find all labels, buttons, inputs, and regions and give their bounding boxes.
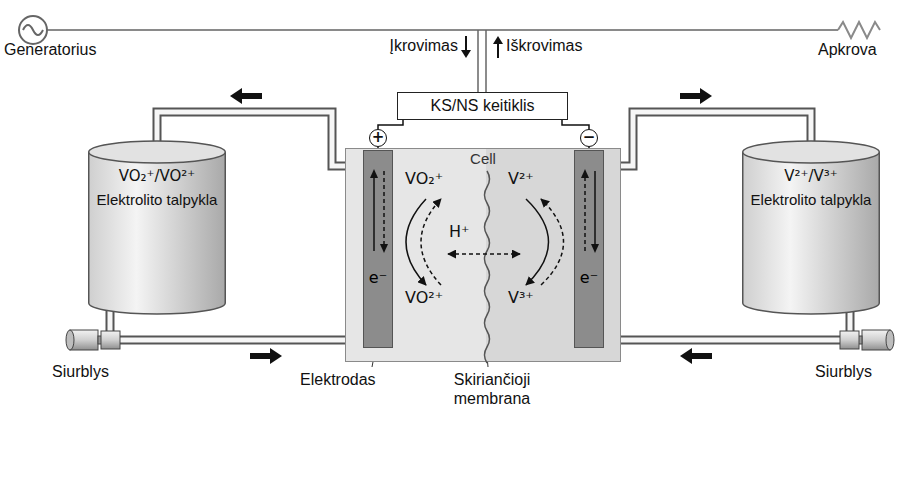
discharge-label: Iškrovimas [506,36,582,55]
electron-arrowhead [591,244,599,253]
electron-arrow [373,177,375,251]
reaction-arrow [421,199,441,285]
generator-symbol [19,16,47,44]
electrolyte-tank: VO₂⁺/VO²⁺ Elektrolito talpykla [88,140,226,315]
ion-label: H⁺ [449,222,469,241]
node-text: e⁻ [364,269,392,287]
wire-line [562,120,589,129]
terminal-wire [562,120,589,129]
pump-motor-end [886,330,894,350]
pipe-bore [110,311,345,340]
pump-label: Siurblys [52,362,109,381]
tank-outline [742,140,880,315]
pipe-wall [621,311,850,340]
generator-label: Generatorius [4,40,97,59]
electron-arrow [584,177,586,251]
terminal-circle: − [580,129,598,147]
tank-top [743,141,880,163]
electrode-plate: e⁻ [574,150,604,348]
load-label: Apkrova [818,40,877,59]
feed-line [477,30,479,92]
electrolyte-pipe [110,311,345,340]
pump-motor-end [66,330,74,350]
charge-arrowhead [461,50,471,58]
power-line [47,29,838,31]
tank-top [89,141,226,163]
tank-body [743,152,880,314]
terminal-circle: + [369,129,387,147]
electron-arrowhead [380,244,388,253]
flow-arrow [680,88,712,104]
pump-head [101,331,120,349]
node-text: e⁻ [575,269,603,287]
pump-right [840,330,894,350]
electrode-label: Elektrodas [300,370,376,389]
membrane-line [485,171,490,363]
ac-sine [23,25,43,35]
electrode-arrows [364,151,392,347]
converter-box: KS/NS keitiklis [397,92,568,120]
electrolyte-formula: VO₂⁺/VO²⁺ [96,167,218,185]
electrolyte-tank: V²⁺/V³⁺ Elektrolito talpykla [742,140,880,315]
flow-arrow [230,88,262,104]
node-text: Elektrolito talpykla [96,191,218,209]
reaction-arrow [541,199,564,285]
membrane-label: Skiriančioji membrana [436,370,548,408]
electron-arrow [594,171,596,245]
ion-label: V³⁺ [508,288,534,307]
pipe-wall [110,311,345,340]
pipe-bore [621,311,850,340]
ion-label: VO₂⁺ [405,169,443,188]
electron-arrowhead [370,169,378,178]
flow-arrow [680,348,712,364]
electrolyte-formula: V²⁺/V³⁺ [750,167,872,185]
electron-arrow [383,171,385,245]
discharge-arrowhead [493,36,503,44]
terminal-wire [378,120,403,129]
node-text: Elektrolito talpykla [750,191,872,209]
pump-label: Siurblys [815,362,872,381]
electrode-arrows [575,151,603,347]
electrode-plate: e⁻ [363,150,393,348]
reaction-arrow [406,199,426,285]
electrolyte-pipe [621,311,850,340]
charge-label: Įkrovimas [390,36,458,55]
discharge-arrow [497,43,499,58]
ion-label: VO²⁺ [405,288,443,307]
node-text: KS/NS keitiklis [404,97,561,115]
node-text: − [581,130,597,145]
electron-arrowhead [581,169,589,178]
charge-arrow [465,36,467,51]
proton-arrow [448,253,520,255]
pump-head [840,331,859,349]
reaction-arrow [526,199,549,285]
wire-line [378,120,403,129]
ion-label: V²⁺ [508,169,534,188]
tank-outline [88,140,226,315]
load-resistor [838,22,880,38]
flow-arrow [250,348,282,364]
tank-body [89,152,226,314]
pump-left [66,330,120,350]
feed-line [485,30,487,92]
flow-cell: Celle⁻e⁻ [345,148,621,362]
node-text: + [370,130,386,145]
